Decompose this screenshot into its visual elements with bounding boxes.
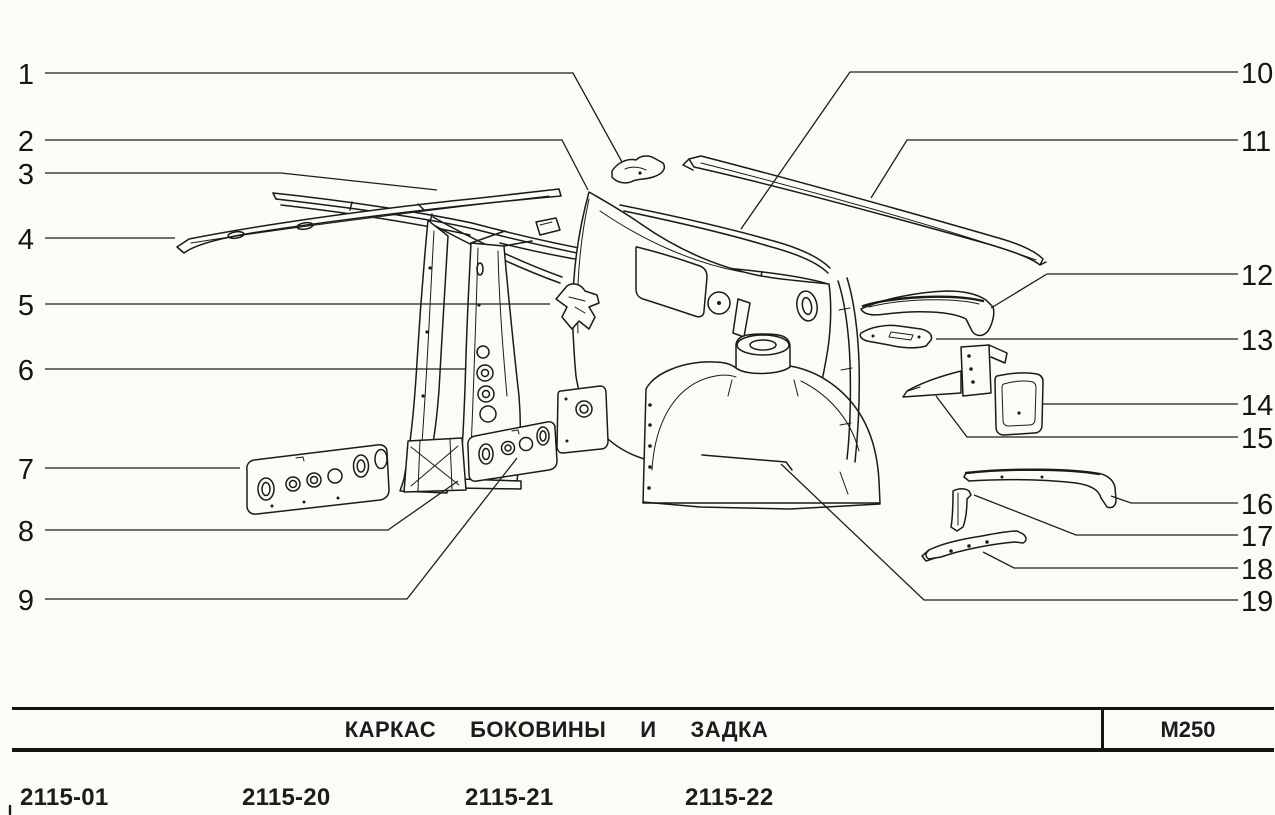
part-bracket-13 [859, 324, 933, 349]
part-wheelhouse-dome [642, 333, 881, 510]
leader-line-16 [1110, 495, 1238, 504]
callout-number-12: 12 [1241, 260, 1273, 292]
leader-line-10 [740, 71, 1238, 230]
page-title: КАРКАС БОКОВИНЫ И ЗАДКА [344, 717, 769, 742]
callout-number-1: 1 [18, 59, 34, 91]
part-sill-left [246, 444, 390, 515]
part-corner-bracket-15 [902, 344, 1008, 398]
leader-line-18 [982, 551, 1238, 569]
part-strip-18 [921, 530, 1027, 562]
leader-line-8 [45, 480, 459, 531]
leader-line-9 [45, 457, 518, 600]
part-rear-frame-channel [837, 277, 861, 463]
leader-line-17 [973, 494, 1238, 536]
part-bracket-17 [950, 488, 972, 532]
part-roof-side-rail-upper [619, 204, 831, 274]
page-code: М250 [1160, 717, 1216, 742]
title-bar-top-rule [12, 707, 1274, 710]
part-rail-extension-12 [860, 290, 995, 337]
callout-number-10: 10 [1241, 58, 1273, 90]
callout-number-6: 6 [18, 355, 34, 387]
callout-number-3: 3 [18, 159, 34, 191]
leader-line-15 [935, 395, 1238, 438]
leader-line-2 [45, 139, 589, 191]
title-bar-bottom-rule [12, 748, 1274, 752]
callout-number-8: 8 [18, 516, 34, 548]
callout-number-11: 11 [1241, 126, 1271, 158]
callout-number-13: 13 [1241, 325, 1273, 357]
callout-number-7: 7 [18, 454, 34, 486]
leader-line-19 [780, 463, 1238, 601]
part-quarter-panel-bottom-flange [701, 454, 793, 471]
callout-number-9: 9 [18, 585, 34, 617]
part-pillar-base [403, 437, 467, 493]
part-lower-plate [556, 385, 609, 454]
part-strip-16 [963, 468, 1117, 509]
part-center-pillar-outer [455, 230, 533, 490]
variant-label-2115-22: 2115-22 [685, 784, 774, 811]
callout-number-18: 18 [1241, 554, 1273, 586]
leader-line-12 [990, 273, 1238, 309]
callout-number-15: 15 [1241, 423, 1273, 455]
callout-number-4: 4 [18, 224, 34, 256]
part-roof-bracket [611, 155, 666, 184]
callout-number-2: 2 [18, 126, 34, 158]
variant-label-2115-01: 2115-01 [20, 784, 109, 811]
part-reinforcement-box-14 [994, 372, 1044, 436]
leader-line-11 [870, 139, 1238, 199]
part-pillar-bracket [555, 283, 600, 330]
callout-number-19: 19 [1241, 586, 1273, 618]
leader-line-1 [45, 72, 623, 163]
callout-number-16: 16 [1241, 489, 1273, 521]
variant-label-2115-21: 2115-21 [465, 784, 554, 811]
callout-number-5: 5 [18, 290, 34, 322]
leader-line-3 [45, 172, 438, 191]
title-bar-divider [1101, 707, 1104, 752]
callout-number-14: 14 [1241, 390, 1273, 422]
part-sill-right [467, 421, 558, 482]
variant-label-2115-20: 2115-20 [242, 784, 331, 811]
callout-number-17: 17 [1241, 521, 1273, 553]
part-front-roof-rail [176, 188, 562, 254]
part-drip-rail [682, 155, 1047, 266]
